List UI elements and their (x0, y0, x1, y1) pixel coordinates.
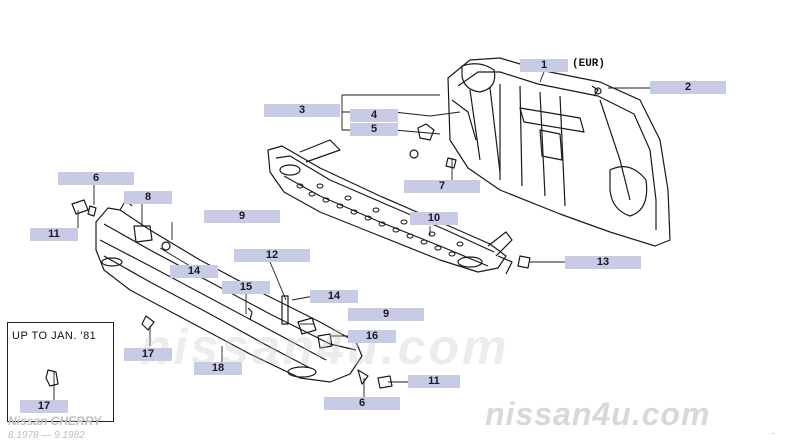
footer-model: Nissan CHERRY (8, 414, 102, 428)
watermark-bottom: nissan4u.com (485, 396, 711, 432)
callout-8[interactable]: 8 (124, 191, 172, 204)
callout-11-right[interactable]: 11 (408, 375, 460, 388)
callout-17-main[interactable]: 17 (124, 348, 172, 361)
callout-3[interactable]: 3 (264, 104, 340, 117)
callout-17-inset[interactable]: 17 (20, 400, 68, 413)
callout-9-bottom[interactable]: 9 (348, 308, 424, 321)
callout-12[interactable]: 12 (234, 249, 310, 262)
callout-11-left[interactable]: 11 (30, 228, 78, 241)
callout-5[interactable]: 5 (350, 123, 398, 136)
corner-mark: . (772, 426, 775, 436)
callout-2[interactable]: 2 (650, 81, 726, 94)
callout-6-bottom[interactable]: 6 (324, 397, 400, 410)
callout-7[interactable]: 7 (404, 180, 480, 193)
footer-range: 8.1978 — 9.1982 (8, 430, 85, 441)
radiator-core-support (447, 57, 671, 247)
callout-16[interactable]: 16 (348, 330, 396, 343)
callout-9-top[interactable]: 9 (204, 210, 280, 223)
callout-14-right[interactable]: 14 (310, 290, 358, 303)
callout-10[interactable]: 10 (410, 212, 458, 225)
callout-4[interactable]: 4 (350, 109, 398, 122)
hardware (45, 123, 531, 389)
callout-1[interactable]: 1 (520, 59, 568, 72)
inset-box (7, 322, 114, 422)
callout-15[interactable]: 15 (222, 281, 270, 294)
eur-note: (EUR) (572, 58, 606, 70)
front-bumper (95, 199, 363, 383)
callout-14-left[interactable]: 14 (170, 265, 218, 278)
callout-6-top[interactable]: 6 (58, 172, 134, 185)
inset-title: UP TO JAN. '81 (12, 330, 97, 342)
callout-18[interactable]: 18 (194, 362, 242, 375)
callout-13[interactable]: 13 (565, 256, 641, 269)
